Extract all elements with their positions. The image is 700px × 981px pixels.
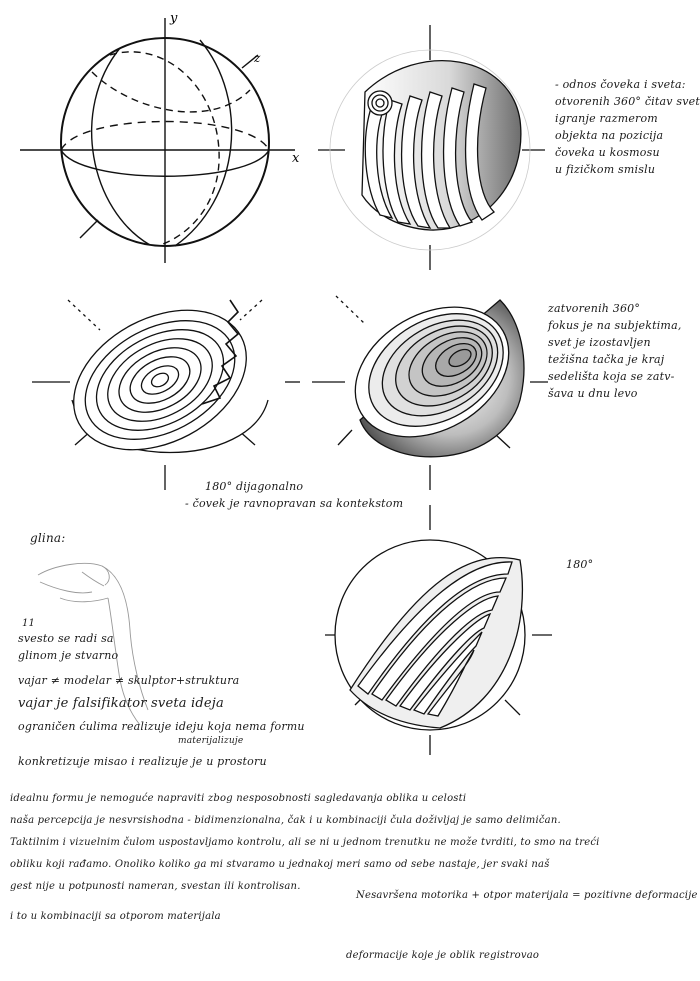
note-line: vajar je falsifikator sveta ideja [18,695,305,712]
tick-line [496,435,510,448]
dotted-guide [240,300,262,320]
paragraph-line: Taktilnim i vizuelnim čulom uspostavljam… [10,832,600,854]
clay-title: glina: [30,528,65,548]
paragraph-line: idealnu formu je nemoguće napraviti zbog… [10,788,600,810]
note-line: - čovek je ravnopravan sa kontekstom [185,495,403,512]
note-deformation: deformacije koje je oblik registrovao [346,948,539,963]
stepped-cone-sphere [318,25,545,270]
closed-bowl-sphere [312,281,548,490]
axis-label-z: z [253,51,261,65]
note-line: 180° dijagonalno [205,478,403,495]
note-line: otvorenih 360° čitav svet [555,93,700,110]
note-line: konkretizuje misao i realizuje je u pros… [18,753,305,770]
note-line: svesto se radi sa [18,630,305,647]
axis-label-x: x [292,151,300,166]
tick-line [505,700,520,715]
axis-label-y: y [169,11,178,26]
note-line: vajar ≠ modelar ≠ skulptor+struktura [18,672,305,689]
note-line: ograničen ćulima realizuje ideju koja ne… [18,718,305,735]
paragraph-line: i to u kombinaciji sa otporom materijala [10,906,600,928]
dotted-guide [68,300,100,330]
note-line: fokus je na subjektima, [548,317,682,334]
dotted-guide [336,296,365,324]
note-line: objekta na pozicija [555,127,700,144]
note-line: sedelišta koja se zatv- [548,368,682,385]
paragraph-line: obliku koji rađamo. Onoliko koliko ga mi… [10,854,600,876]
spiral-bowl-sphere [32,282,300,490]
note-line: materijalizuje [178,735,305,747]
main-paragraph: idealnu formu je nemoguće napraviti zbog… [10,788,600,928]
meridian-right [175,40,232,246]
clay-number: 11 [22,616,35,631]
note-open-360: - odnos čoveka i sveta: otvorenih 360° č… [555,76,700,178]
clay-notes: svesto se radi sa glinom je stvarno vaja… [18,630,305,770]
note-line: igranje razmerom [555,110,700,127]
tick-line [338,430,352,445]
note-line: težišna tačka je kraj [548,351,682,368]
note-motorics: Nesavršena motorika + otpor materijala =… [356,888,698,903]
note-line: zatvorenih 360° [548,300,682,317]
meridian-left [92,48,150,245]
paragraph-line: naša percepcija je nesvrsishodna - bidim… [10,810,600,832]
cone-tip-spiral [368,91,392,115]
note-line: - odnos čoveka i sveta: [555,76,700,93]
note-line: u fizičkom smislu [555,161,700,178]
label-180: 180° [566,556,593,573]
tick-line [80,220,98,238]
note-line: šava u dnu levo [548,385,682,402]
note-line: svet je izostavljen [548,334,682,351]
half-sphere-180 [325,505,552,755]
note-line: čoveka u kosmosu [555,144,700,161]
note-closed-360: zatvorenih 360° fokus je na subjektima, … [548,300,682,402]
note-diagonal-180: 180° dijagonalno - čovek je ravnopravan … [205,478,403,512]
note-line: glinom je stvarno [18,647,305,664]
